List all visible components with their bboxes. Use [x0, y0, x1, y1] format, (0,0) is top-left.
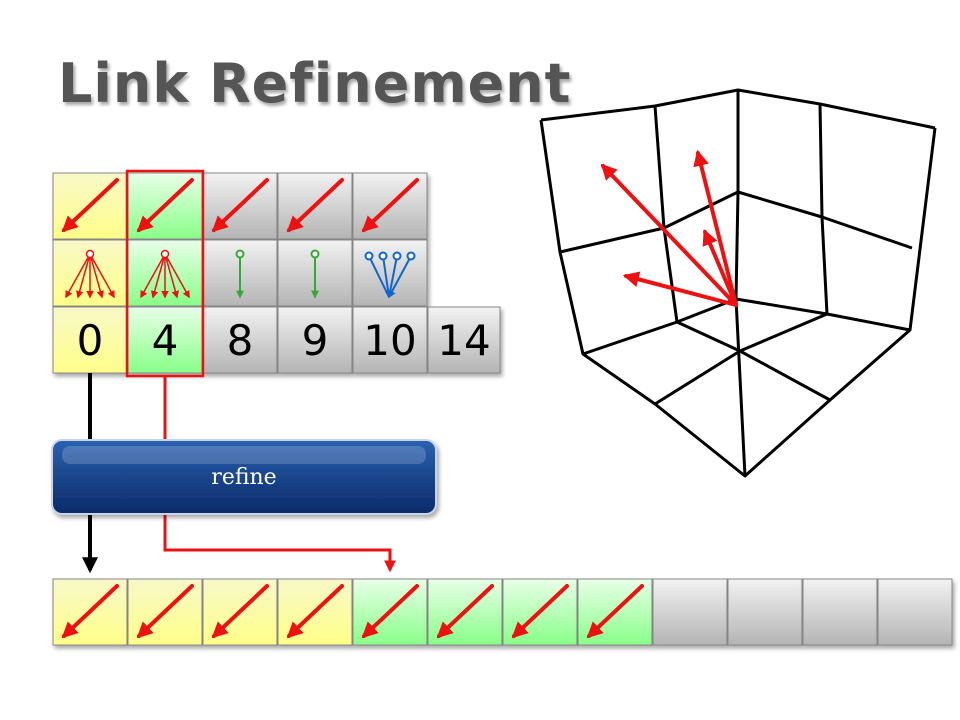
link-arrow-icon [286, 178, 344, 233]
index-cell-4 [352, 306, 428, 374]
link-arrow-icon [211, 178, 269, 233]
link-arrow-icon [136, 178, 194, 233]
refine-button-label: refine [211, 465, 276, 490]
link-arrow-icon [361, 178, 419, 233]
vector-arrow-icon [693, 149, 738, 307]
index-cell-1 [127, 306, 203, 374]
index-value-1: 4 [152, 316, 179, 365]
vector-arrow-icon [702, 229, 738, 307]
corner-grid-arrows [600, 149, 738, 307]
refined-cell [727, 578, 803, 646]
refined-row [52, 578, 953, 646]
refine-button[interactable]: refine [51, 439, 437, 515]
children-fan-2 [235, 249, 245, 299]
index-value-0: 0 [77, 316, 104, 365]
index-value-5: 14 [437, 316, 490, 365]
link-arrow-icon [586, 584, 644, 639]
corner-grid-3d [539, 88, 937, 478]
slide-title: Link Refinement [58, 52, 572, 115]
index-cell-5 [427, 306, 501, 374]
link-arrow-icon [286, 584, 344, 639]
children-fan-4 [364, 251, 416, 299]
refined-cell [802, 578, 878, 646]
link-arrow-icon [211, 584, 269, 639]
link-arrows-top [61, 178, 419, 233]
refined-arrows [61, 584, 644, 639]
index-value-2: 8 [227, 316, 254, 365]
link-arrow-icon [361, 584, 419, 639]
refined-cell [652, 578, 728, 646]
link-arrow-icon [61, 178, 119, 233]
link-arrow-icon [436, 584, 494, 639]
children-fan-1 [140, 249, 190, 299]
children-fan-3 [310, 249, 320, 299]
children-fan-0 [65, 249, 115, 299]
index-value-4: 10 [363, 316, 416, 365]
link-arrow-icon [511, 584, 569, 639]
link-arrow-icon [61, 584, 119, 639]
vector-arrow-icon [600, 163, 738, 307]
index-cell-3 [277, 306, 353, 374]
index-row: 0 4 8 9 10 14 [52, 306, 501, 374]
refined-cell [877, 578, 953, 646]
index-value-3: 9 [302, 316, 329, 365]
vector-arrow-icon [622, 271, 738, 307]
link-arrow-icon [136, 584, 194, 639]
